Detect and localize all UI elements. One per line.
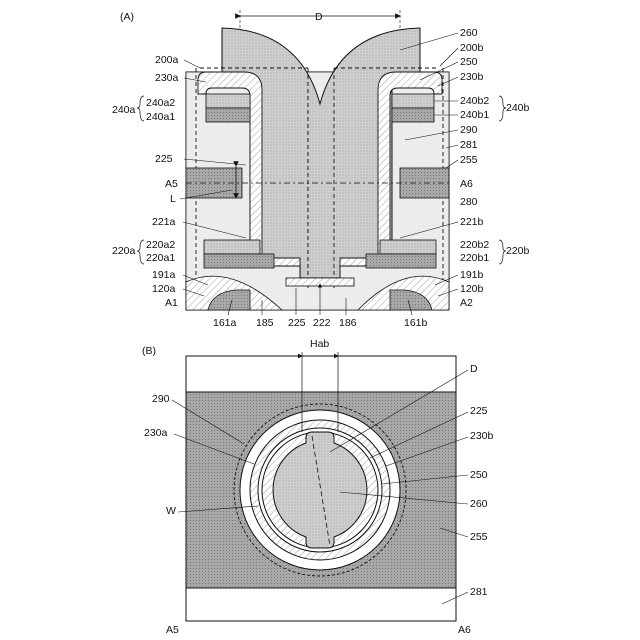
label-240a1: 240a1: [146, 111, 175, 123]
label-240b2: 240b2: [460, 95, 489, 107]
label-220a-group: 220a: [112, 245, 136, 257]
label-280: 280: [460, 196, 478, 208]
label-191a: 191a: [152, 269, 176, 281]
label-220b1: 220b1: [460, 252, 489, 264]
label-120b: 120b: [460, 283, 484, 295]
label-161b: 161b: [404, 317, 428, 329]
label-b-255: 255: [470, 531, 488, 543]
label-240b-group: 240b: [506, 102, 530, 114]
label-186: 186: [339, 317, 357, 329]
layer-220a2: [204, 240, 260, 254]
figure-a: (A): [112, 10, 530, 329]
label-b-d: D: [470, 363, 478, 375]
dimension-d-label: D: [315, 11, 323, 23]
label-b-w: W: [166, 505, 176, 517]
label-255: 255: [460, 154, 478, 166]
label-b-260: 260: [470, 498, 488, 510]
label-220b2: 220b2: [460, 239, 489, 251]
label-240b1: 240b1: [460, 109, 489, 121]
layer-240b1: [392, 108, 434, 122]
layer-240a2: [206, 94, 250, 108]
layer-220b1: [366, 254, 436, 268]
label-260: 260: [460, 27, 478, 39]
label-b-281: 281: [470, 586, 488, 598]
label-290: 290: [460, 124, 478, 136]
label-221a: 221a: [152, 216, 176, 228]
label-b-225: 225: [470, 405, 488, 417]
label-225-bottom: 225: [288, 317, 306, 329]
label-l: L: [170, 193, 176, 205]
label-240a-group: 240a: [112, 104, 136, 116]
label-200a: 200a: [155, 54, 179, 66]
layer-220a1: [204, 254, 274, 268]
label-281: 281: [460, 139, 478, 151]
label-220b-group: 220b: [506, 245, 530, 257]
figure-a-panel-label: (A): [120, 11, 134, 23]
layer-220b2: [380, 240, 436, 254]
label-220a1: 220a1: [146, 252, 175, 264]
label-185: 185: [256, 317, 274, 329]
label-161a: 161a: [213, 317, 237, 329]
label-b-250: 250: [470, 469, 488, 481]
label-a2: A2: [460, 297, 473, 309]
label-b-290: 290: [152, 393, 170, 405]
label-250: 250: [460, 56, 478, 68]
label-b-230a: 230a: [144, 427, 168, 439]
label-a1: A1: [165, 297, 178, 309]
label-b-230b: 230b: [470, 430, 494, 442]
label-191b: 191b: [460, 269, 484, 281]
layer-240b2: [392, 94, 434, 108]
dimension-hab-label: Hab: [310, 338, 329, 350]
figure-b: (B) Hab 290 230a W D 225: [142, 338, 494, 636]
label-120a: 120a: [152, 283, 176, 295]
layer-240a1: [206, 108, 250, 122]
label-222: 222: [313, 317, 331, 329]
label-230a: 230a: [155, 72, 179, 84]
label-220a2: 220a2: [146, 239, 175, 251]
label-a5: A5: [165, 178, 178, 190]
label-240a2: 240a2: [146, 97, 175, 109]
label-200b: 200b: [460, 42, 484, 54]
label-225-left: 225: [155, 153, 173, 165]
label-b-a5: A5: [166, 624, 179, 636]
label-a6: A6: [460, 178, 473, 190]
label-221b: 221b: [460, 216, 484, 228]
label-230b: 230b: [460, 71, 484, 83]
label-b-a6: A6: [458, 624, 471, 636]
figure-b-panel-label: (B): [142, 345, 156, 357]
